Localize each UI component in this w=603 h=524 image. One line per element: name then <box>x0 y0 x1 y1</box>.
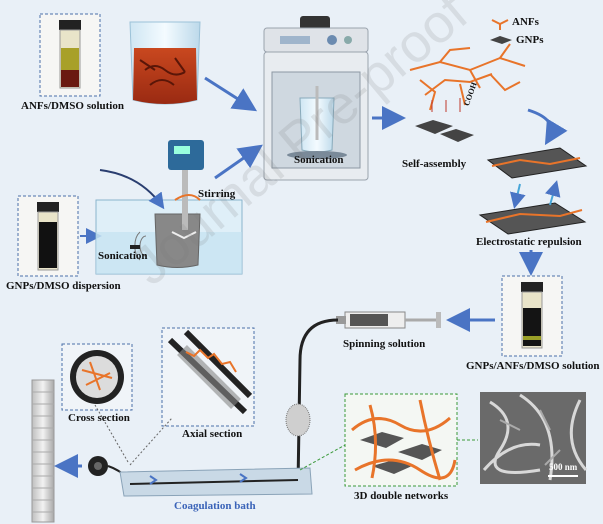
gnps-vial-photo <box>17 195 79 277</box>
fiber-line <box>296 318 339 486</box>
collection-roller <box>88 456 108 476</box>
label-3d-double-networks: 3D double networks <box>354 490 449 502</box>
gnp-sheets <box>415 120 474 142</box>
fiber-spool <box>31 379 55 523</box>
legend-gnps: GNPs <box>516 34 544 46</box>
label-sonication-bath: Sonication <box>98 250 148 262</box>
functional-groups <box>431 98 461 112</box>
label-electrostatic-repulsion: Electrostatic repulsion <box>476 236 582 248</box>
label-scale-bar: 500 nm <box>549 462 578 472</box>
assembled-layers <box>478 147 588 235</box>
label-sonication-top: Sonication <box>294 154 344 166</box>
label-coagulation-bath: Coagulation bath <box>174 500 256 512</box>
label-cross-section: Cross section <box>68 412 130 424</box>
label-anfs-dmso-solution: ANFs/DMSO solution <box>21 100 124 112</box>
syringe <box>336 311 441 329</box>
label-spinning-solution: Spinning solution <box>343 338 426 350</box>
coagulation-bath <box>119 467 313 497</box>
sonicator-machine <box>263 16 369 181</box>
label-self-assembly: Self-assembly <box>402 158 467 170</box>
hybrid-vial-photo <box>501 275 563 357</box>
label-gnps-anfs-dmso-solution: GNPs/ANFs/DMSO solution <box>466 360 600 372</box>
label-stirring: Stirring <box>198 188 236 200</box>
sem-image <box>480 392 588 484</box>
legend <box>490 19 512 44</box>
double-network-view <box>344 393 458 487</box>
anfs-vial-photo <box>39 13 101 97</box>
legend-anfs: ANFs <box>512 16 539 28</box>
anf-network <box>409 43 526 111</box>
label-axial-section: Axial section <box>182 428 243 440</box>
label-gnps-dmso-dispersion: GNPs/DMSO dispersion <box>6 280 121 292</box>
anfs-beaker <box>129 21 201 105</box>
axial-section-view <box>161 327 255 427</box>
fiber-cluster <box>285 403 311 437</box>
cross-section-view <box>61 343 133 411</box>
sonication-bath <box>95 140 243 275</box>
